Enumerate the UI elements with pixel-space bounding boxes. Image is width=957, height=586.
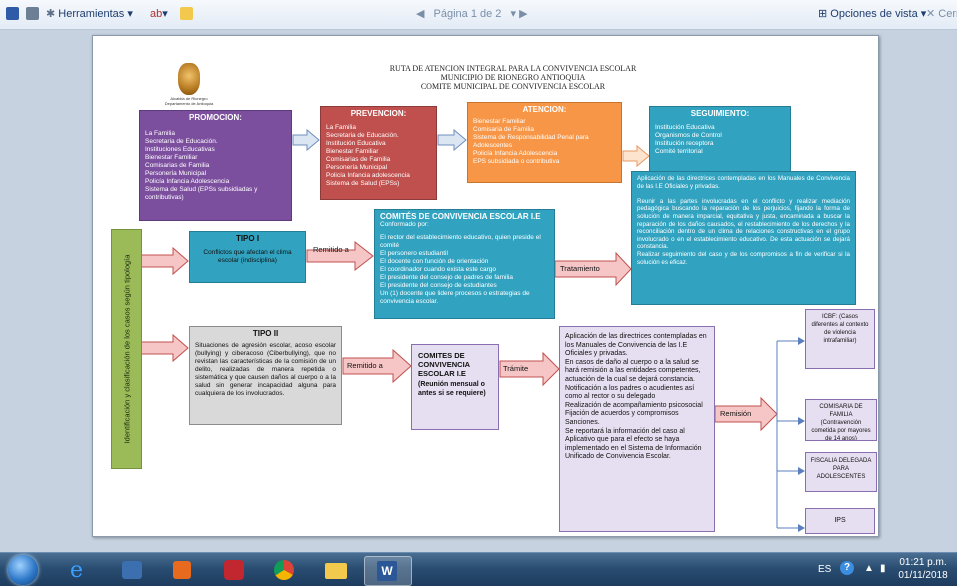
arrow-remitido2 bbox=[342, 348, 412, 384]
arrow-atencion-seguimiento bbox=[622, 144, 650, 168]
wrench-icon: ✱ bbox=[46, 8, 56, 20]
media-app-icon[interactable] bbox=[110, 556, 156, 584]
comites-convivencia-box: COMITÉS DE CONVIVENCIA ESCOLAR I.E Confo… bbox=[374, 209, 555, 319]
comites-convivencia-mensual-box: COMITES DE CONVIVENCIA ESCOLAR I.E (Reun… bbox=[411, 344, 499, 430]
atencion-box: ATENCION: Bienestar Familiar Comisaria d… bbox=[467, 102, 622, 183]
viewer-toolbar: ✱ Herramientas ▾ ab▾ ◀ Página 1 de 2 ▾ ▶… bbox=[0, 0, 957, 30]
tratamiento-label: Tratamiento bbox=[560, 264, 600, 273]
arrow-prevencion-atencion bbox=[437, 128, 467, 152]
network-signal-icon[interactable]: ▮ bbox=[880, 563, 886, 574]
tipo2-box: TIPO II Situaciones de agresión escolar,… bbox=[189, 326, 342, 425]
page-navigator[interactable]: ◀ Página 1 de 2 ▾ ▶ bbox=[416, 8, 528, 20]
icbf-box: ICBF: (Casos diferentes al contexto de v… bbox=[805, 309, 875, 369]
clasificacion-side-bar: Identificación y clasificación de los ca… bbox=[111, 229, 142, 469]
close-button[interactable]: ✕ Cerra bbox=[926, 8, 957, 20]
close-icon: ✕ bbox=[926, 8, 936, 20]
arrow-promocion-prevencion bbox=[292, 128, 320, 152]
arrow-side-tipo1 bbox=[140, 246, 189, 276]
ips-box: IPS bbox=[805, 508, 875, 534]
show-hidden-icons-icon[interactable]: ▲ bbox=[864, 563, 874, 574]
fiscalia-box: FISCALIA DELEGADA PARA ADOLESCENTES bbox=[805, 452, 877, 492]
remitido-a-label-1: Remitido a bbox=[313, 245, 349, 254]
comisaria-familia-box: COMISARIA DE FAMILIA (Contravención come… bbox=[805, 399, 877, 441]
file-explorer-icon[interactable] bbox=[314, 556, 360, 584]
chevron-down-icon: ▾ bbox=[510, 8, 517, 20]
arrow-tratamiento bbox=[554, 251, 632, 287]
arrow-remitido1 bbox=[306, 240, 374, 272]
tools-menu[interactable]: ✱ Herramientas ▾ bbox=[46, 8, 133, 20]
taskbar: e W ES ? ▲ ▮ 01:21 p.m. 01/11/2018 bbox=[0, 552, 957, 586]
highlight-icon[interactable]: ab▾ bbox=[150, 8, 168, 20]
arrow-remision bbox=[714, 396, 778, 432]
prevencion-box: PREVENCION: La Familia Secretaria de Edu… bbox=[320, 106, 437, 200]
tratamiento-result-box: Aplicación de las directrices contemplad… bbox=[631, 171, 856, 305]
view-options-menu[interactable]: ⊞ Opciones de vista ▾ bbox=[818, 8, 927, 20]
view-options-icon: ⊞ bbox=[818, 8, 828, 20]
remision-label: Remisión bbox=[720, 409, 752, 418]
document-title: RUTA DE ATENCION INTEGRAL PARA LA CONVIV… bbox=[389, 64, 637, 91]
internet-explorer-icon[interactable]: e bbox=[70, 558, 84, 583]
next-page-icon[interactable]: ▶ bbox=[519, 8, 528, 20]
help-icon[interactable]: ? bbox=[840, 561, 854, 575]
tipo1-box: TIPO I Conflictos que afectan el clima e… bbox=[189, 231, 306, 283]
word-icon[interactable]: W bbox=[364, 556, 412, 586]
print-icon[interactable] bbox=[26, 7, 39, 20]
tramite-label: Trámite bbox=[503, 364, 529, 373]
shield-app-icon[interactable] bbox=[212, 556, 258, 584]
arrow-side-tipo2 bbox=[140, 333, 189, 363]
promocion-box: PROMOCION: La Familia Secretaria de Educ… bbox=[139, 110, 292, 221]
arrow-tramite bbox=[499, 351, 560, 387]
document-page: Remitido a Tratamiento Remitido a Trámit… bbox=[92, 35, 879, 537]
start-button[interactable] bbox=[8, 555, 38, 585]
remitido-a-label-2: Remitido a bbox=[347, 361, 383, 370]
save-icon[interactable] bbox=[6, 7, 19, 20]
language-indicator[interactable]: ES bbox=[818, 564, 832, 575]
chrome-icon[interactable] bbox=[262, 556, 308, 584]
diagram-connectors bbox=[140, 128, 805, 532]
office-icon[interactable] bbox=[160, 556, 206, 584]
seguimiento-box: SEGUIMIENTO: Institución Educativa Organ… bbox=[649, 106, 791, 176]
logo-caption: Alcaldía de Rionegro Departamento de Ant… bbox=[164, 96, 214, 106]
folder-icon[interactable] bbox=[180, 7, 193, 20]
tramite-result-box: Aplicación de las directrices contemplad… bbox=[559, 326, 715, 532]
prev-page-icon[interactable]: ◀ bbox=[416, 8, 425, 20]
clock[interactable]: 01:21 p.m. 01/11/2018 bbox=[898, 557, 948, 581]
municipal-logo bbox=[178, 63, 200, 95]
chevron-down-icon: ▾ bbox=[127, 8, 133, 20]
